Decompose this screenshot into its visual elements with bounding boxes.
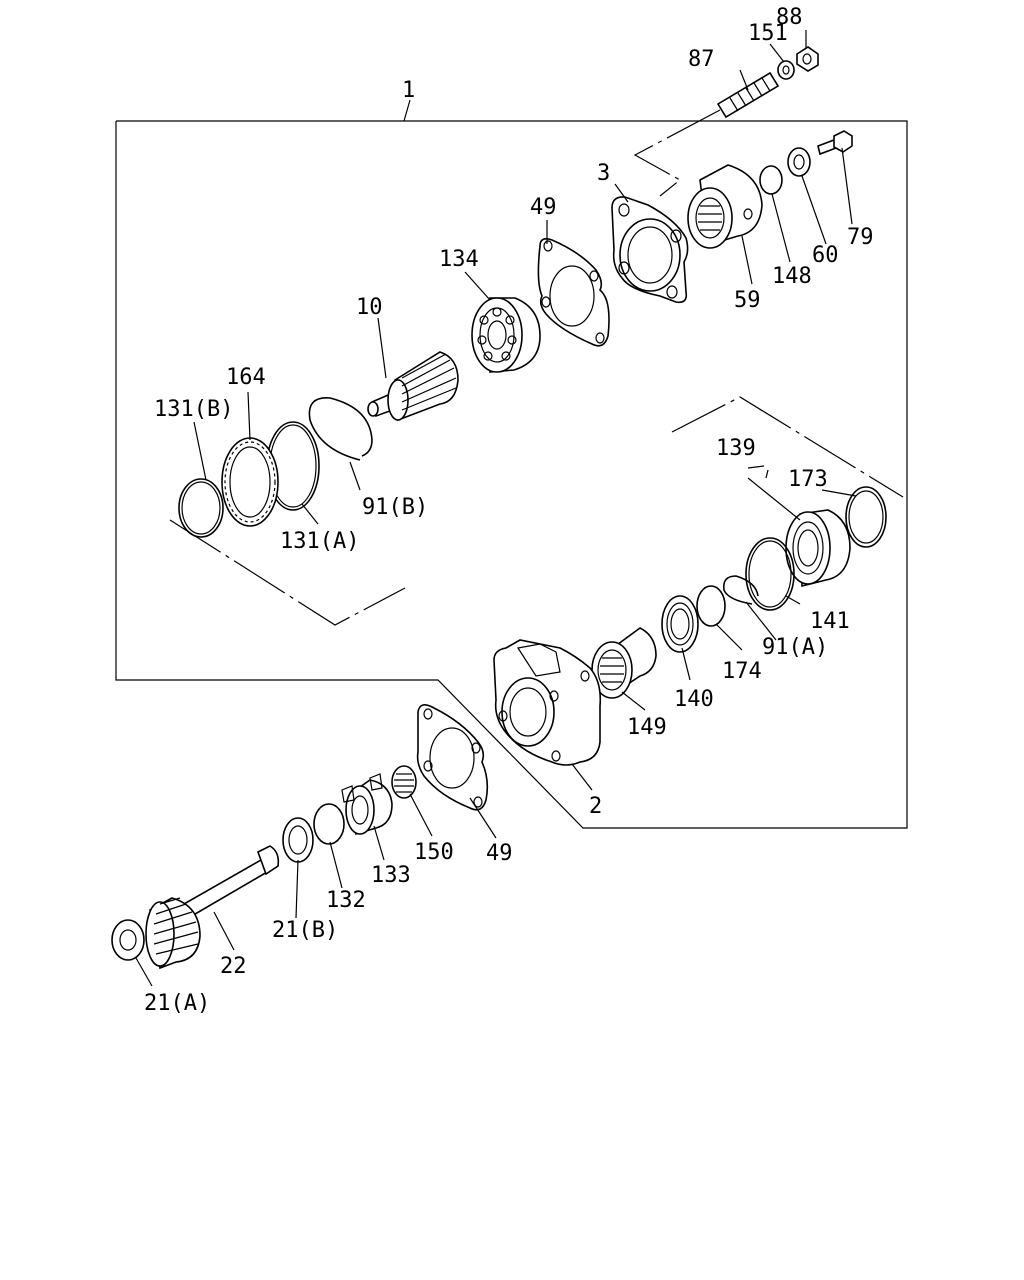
callout-173: 173 (788, 467, 828, 492)
callout-151: 151 (748, 21, 788, 46)
part-151-washer (777, 60, 795, 80)
callout-3: 3 (597, 161, 610, 186)
callout-60: 60 (812, 243, 839, 268)
callout-149: 149 (627, 715, 667, 740)
callout-132: 132 (326, 888, 366, 913)
callout-21a: 21(A) (144, 991, 210, 1016)
part-173-ring-inner (848, 490, 884, 544)
callout-133: 133 (371, 863, 411, 888)
part-91b-snap-ring (308, 397, 373, 461)
part-91a-snap-ring (722, 575, 759, 605)
part-60-washer (787, 147, 811, 177)
callout-164: 164 (226, 365, 266, 390)
callout-150: 150 (414, 840, 454, 865)
leader-lines (135, 30, 857, 987)
part-79-bolt (817, 130, 853, 156)
part-21b-bearing (282, 817, 314, 863)
callout-131a: 131(A) (280, 529, 359, 554)
callout-1: 1 (402, 78, 415, 103)
callout-2: 2 (589, 794, 602, 819)
part-49-gasket-lower (416, 704, 489, 811)
callout-174: 174 (722, 659, 762, 684)
part-150-needle-bearing (391, 765, 417, 799)
callout-139: 139 (716, 436, 756, 461)
callout-88: 88 (776, 5, 803, 30)
callout-59: 59 (734, 288, 761, 313)
callout-141: 141 (810, 609, 850, 634)
callout-131b: 131(B) (154, 397, 233, 422)
alignment-lines (169, 109, 904, 626)
part-174-ring (696, 585, 726, 627)
part-131b-ring-inner (181, 481, 221, 535)
callout-49-lower: 49 (486, 841, 513, 866)
part-140-bearing-cup (661, 595, 699, 653)
part-2-housing (493, 639, 602, 766)
part-141-o-ring-inner (748, 540, 792, 608)
part-132-ring (313, 803, 345, 845)
part-141-o-ring (745, 537, 795, 611)
part-10-shaft (367, 351, 459, 422)
part-148-o-ring (759, 165, 783, 195)
callout-140: 140 (674, 687, 714, 712)
part-59-flange (687, 164, 763, 249)
part-22-gear-shaft (145, 845, 280, 970)
part-139-sleeve (785, 509, 851, 588)
callout-148: 148 (772, 264, 812, 289)
callout-labels: 1 87 151 88 79 60 148 59 3 49 134 10 164… (144, 5, 874, 1016)
part-88-nut (796, 46, 819, 72)
part-134-bearing (471, 297, 541, 373)
part-173-ring (845, 486, 887, 548)
callout-91b: 91(B) (362, 495, 428, 520)
callout-87: 87 (688, 47, 715, 72)
callout-49-upper: 49 (530, 195, 557, 220)
callout-22: 22 (220, 954, 247, 979)
part-133-collar (341, 773, 393, 836)
callout-91a: 91(A) (762, 635, 828, 660)
callout-134: 134 (439, 247, 479, 272)
part-131b-ring (178, 478, 224, 538)
part-149-roller-bearing (591, 627, 657, 699)
callout-79: 79 (847, 225, 874, 250)
part-164-toothed-ring (221, 437, 279, 527)
part-3-cover (611, 196, 689, 304)
part-21a-bearing (111, 919, 145, 961)
callout-21b: 21(B) (272, 918, 338, 943)
part-87-stud (716, 71, 780, 119)
part-49-gasket-upper (537, 238, 610, 347)
assembly-frame (115, 120, 908, 829)
callout-10: 10 (356, 295, 383, 320)
